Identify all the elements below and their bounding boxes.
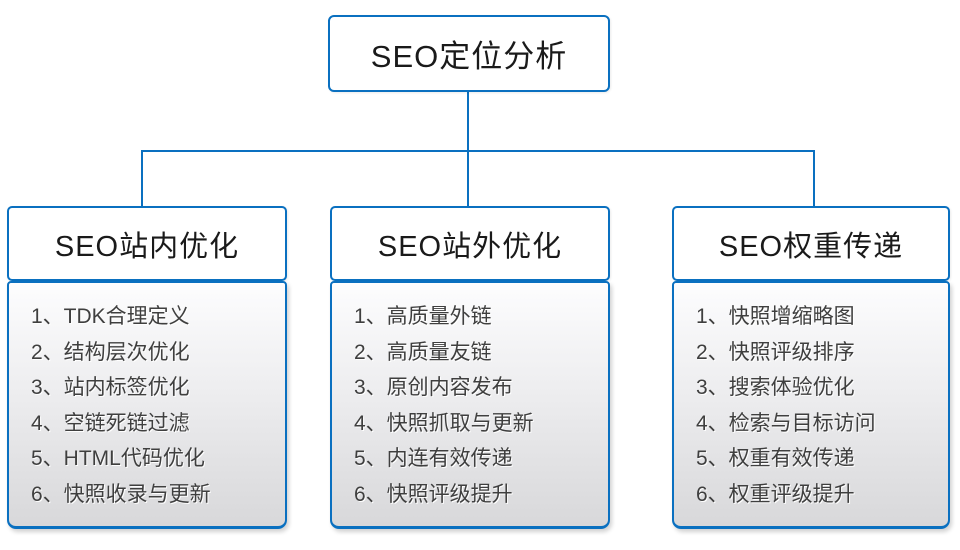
branch-title: SEO权重传递 xyxy=(718,230,904,263)
list-item: 6、快照评级提升 xyxy=(354,482,513,506)
branch-item-panel: 1、TDK合理定义 2、结构层次优化 3、站内标签优化 4、空链死链过滤 5、H… xyxy=(7,281,287,529)
list-item: 5、内连有效传递 xyxy=(354,447,513,470)
list-item: 3、站内标签优化 xyxy=(31,376,190,399)
list-item: 4、快照抓取与更新 xyxy=(354,411,534,435)
connector-drop-right xyxy=(813,150,815,208)
branch-title: SEO站内优化 xyxy=(54,230,240,263)
branch-offsite-optimization: SEO站外优化 1、高质量外链 2、高质量友链 3、原创内容发布 4、快照抓取与… xyxy=(330,206,610,529)
list-item: 2、高质量友链 xyxy=(354,340,492,364)
branch-item-panel: 1、高质量外链 2、高质量友链 3、原创内容发布 4、快照抓取与更新 5、内连有… xyxy=(330,281,610,529)
connector-root-drop xyxy=(467,92,469,151)
root-node-seo-positioning: SEO定位分析 xyxy=(328,15,610,92)
branch-item-panel: 1、快照增缩略图 2、快照评级排序 3、搜索体验优化 4、检索与目标访问 5、权… xyxy=(672,281,950,529)
list-item: 2、结构层次优化 xyxy=(31,340,190,364)
list-item: 6、快照收录与更新 xyxy=(31,482,211,506)
branch-header-box: SEO站内优化 xyxy=(7,206,287,281)
list-item: 1、高质量外链 xyxy=(354,305,492,328)
branch-title: SEO站外优化 xyxy=(377,230,563,263)
branch-header-box: SEO站外优化 xyxy=(330,206,610,281)
list-item: 4、空链死链过滤 xyxy=(31,411,190,435)
list-item: 4、检索与目标访问 xyxy=(696,411,876,435)
connector-horizontal-bus xyxy=(141,150,815,152)
branch-weight-transfer: SEO权重传递 1、快照增缩略图 2、快照评级排序 3、搜索体验优化 4、检索与… xyxy=(672,206,950,529)
connector-drop-middle xyxy=(467,150,469,208)
list-item: 3、原创内容发布 xyxy=(354,376,513,399)
connector-drop-left xyxy=(141,150,143,208)
list-item: 6、权重评级提升 xyxy=(696,482,855,506)
list-item: 5、HTML代码优化 xyxy=(31,447,205,470)
list-item: 5、权重有效传递 xyxy=(696,447,855,470)
branch-onsite-optimization: SEO站内优化 1、TDK合理定义 2、结构层次优化 3、站内标签优化 4、空链… xyxy=(7,206,287,529)
list-item: 2、快照评级排序 xyxy=(696,340,855,364)
root-node-title: SEO定位分析 xyxy=(370,39,568,74)
list-item: 3、搜索体验优化 xyxy=(696,376,855,399)
branch-header-box: SEO权重传递 xyxy=(672,206,950,281)
list-item: 1、TDK合理定义 xyxy=(31,305,190,328)
list-item: 1、快照增缩略图 xyxy=(696,305,855,328)
